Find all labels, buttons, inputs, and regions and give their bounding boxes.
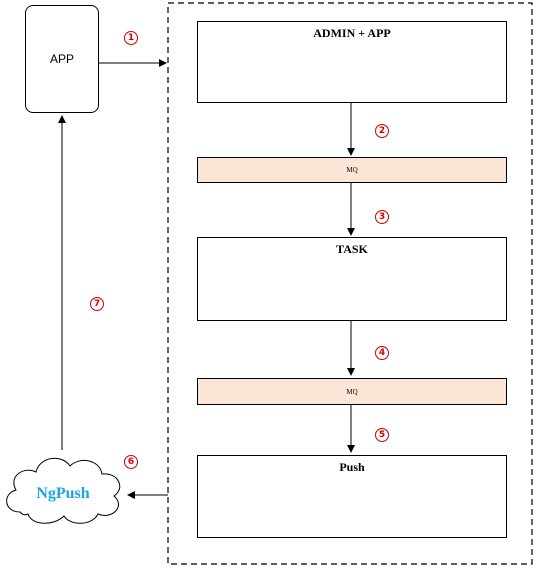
admin-app-box: ADMIN + APP (197, 21, 507, 103)
ngpush-label: NgPush (36, 485, 90, 502)
task-label: TASK (336, 242, 368, 256)
app-client: APP (25, 5, 99, 113)
mq-2-label: MQ (346, 387, 358, 396)
step-marker-2: 2 (375, 124, 389, 138)
service-boundary (167, 2, 533, 565)
push-label: Push (339, 460, 365, 474)
mq-queue-2: MQ (197, 378, 507, 405)
step-marker-7: 7 (90, 297, 104, 311)
step-marker-3: 3 (375, 210, 389, 224)
task-box: TASK (197, 237, 507, 321)
admin-app-label: ADMIN + APP (313, 26, 391, 40)
step-marker-1: 1 (124, 31, 138, 45)
push-box: Push (197, 455, 507, 538)
cloud-icon (6, 457, 121, 524)
step-marker-4: 4 (375, 346, 389, 360)
step-marker-6: 6 (124, 455, 138, 469)
step-marker-5: 5 (375, 428, 389, 442)
mq-queue-1: MQ (197, 157, 507, 183)
app-label: APP (49, 52, 74, 66)
mq-1-label: MQ (346, 166, 358, 174)
